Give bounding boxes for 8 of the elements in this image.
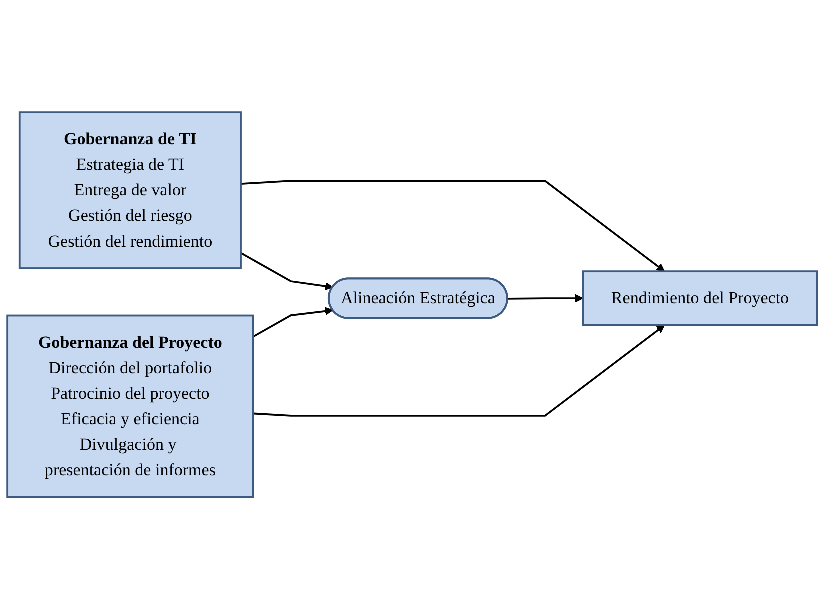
arrow <box>508 294 584 303</box>
arrow <box>240 252 334 291</box>
node-box: Gobernanza del Proyecto Dirección del portafolio Patrocinio del proyecto Eficacia y eficiencia Divulgación y presentación de informes <box>6 314 254 498</box>
node-box: Rendimiento del Proyecto <box>582 270 818 326</box>
arrow <box>253 325 666 417</box>
arrow <box>240 180 666 272</box>
node-box: Gobernanza de TI Estrategia de TI Entrega de valor Gestión del riesgo Gestión del rendimiento <box>18 112 242 270</box>
arrow <box>252 307 334 338</box>
